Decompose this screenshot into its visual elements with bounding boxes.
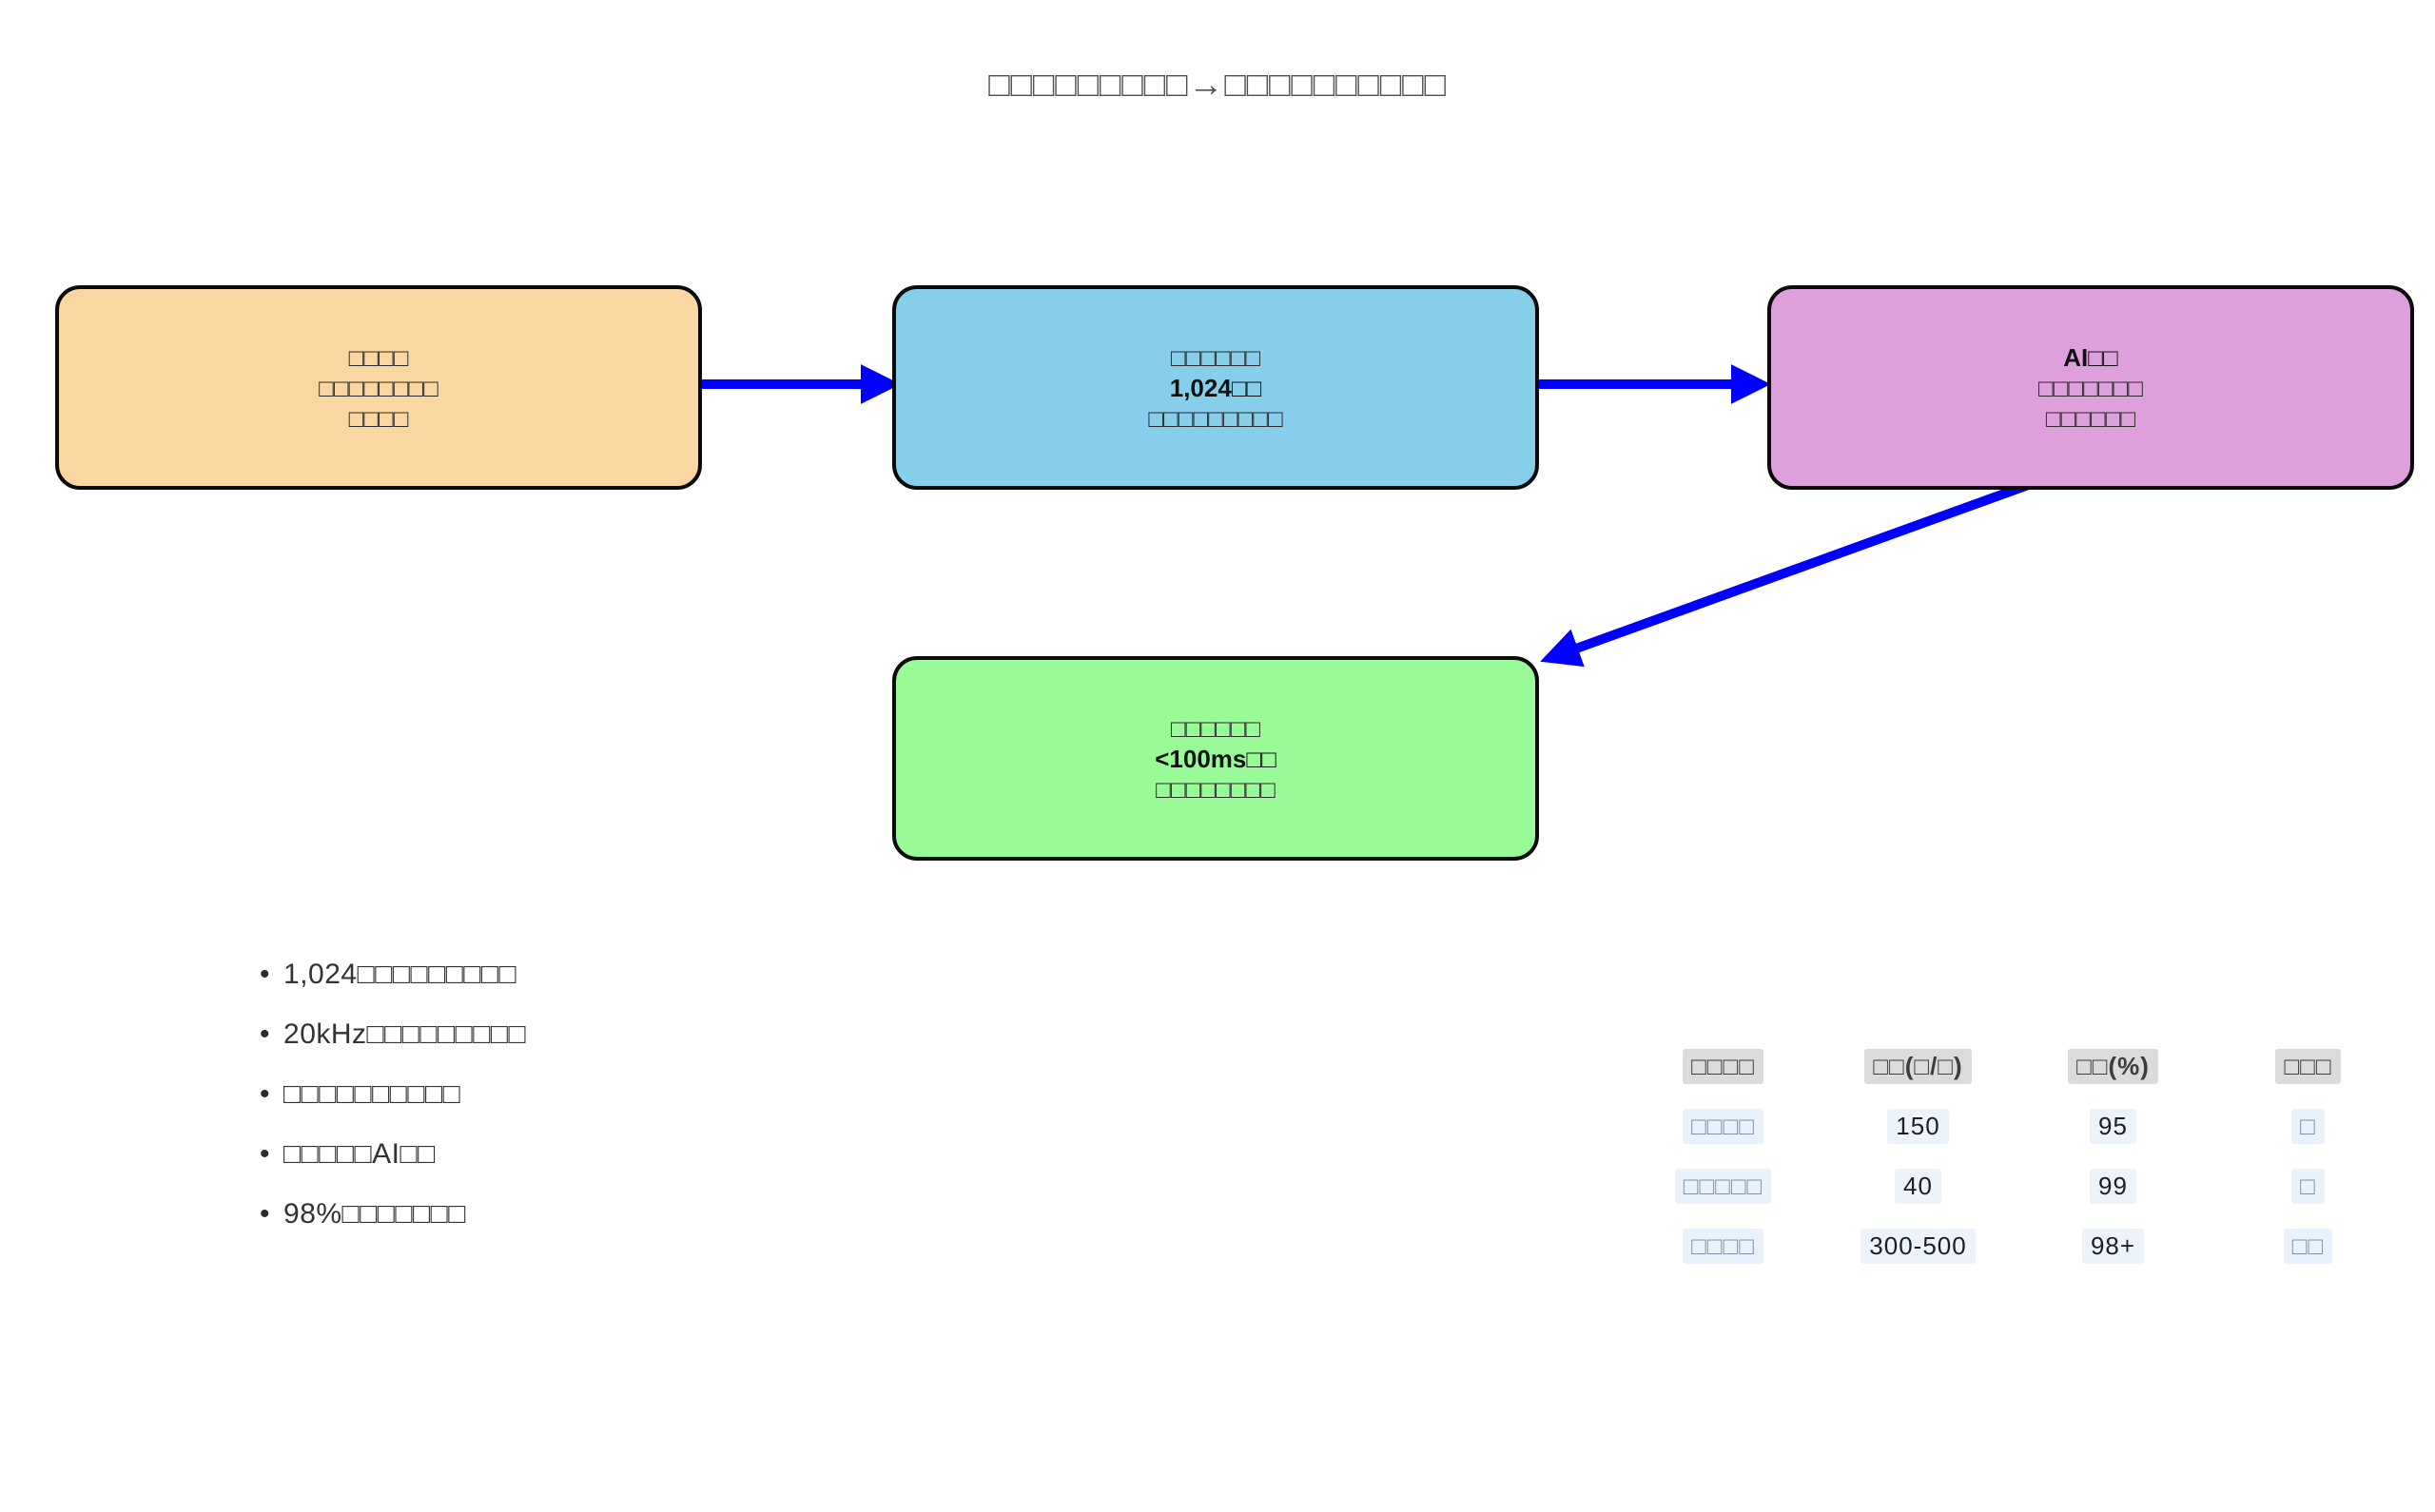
table-cell: □: [2211, 1156, 2406, 1216]
table-header-text: □□□□: [1683, 1049, 1763, 1084]
table-cell-text: □□□□: [1683, 1229, 1763, 1264]
flow-node-2: □□□□□□ 1,024□□ □□□□□□□□□: [892, 285, 1539, 490]
table-cell-text: 40: [1895, 1169, 1941, 1204]
table-cell: 150: [1821, 1096, 2016, 1156]
table-cell: □□□□: [1626, 1096, 1821, 1156]
flow-node-2-line-2: 1,024□□: [1169, 373, 1262, 402]
bullet-marker: •: [260, 1138, 271, 1170]
flow-node-3-line-2: □□□□□□□: [2038, 373, 2143, 402]
flow-node-1-line-2: □□□□□□□□: [319, 373, 438, 402]
table-cell-text: 98+: [2081, 1229, 2145, 1264]
table-cell-text: □□□□□: [1674, 1169, 1772, 1204]
table-cell: 300-500: [1821, 1216, 2016, 1276]
bullet-item: • 20kHz□□□□□□□□□: [260, 1018, 526, 1078]
table-cell: □□: [2211, 1216, 2406, 1276]
bullet-item: • 1,024□□□□□□□□□: [260, 959, 526, 1018]
table-header-cell: □□□□: [1626, 1037, 1821, 1096]
table-cell-text: □□□□: [1683, 1109, 1763, 1144]
flow-node-1-line-3: □□□□: [348, 403, 409, 433]
table-cell: 95: [2016, 1096, 2211, 1156]
flow-node-1-line-1: □□□□: [348, 342, 409, 372]
bullet-item: • □□□□□□□□□□: [260, 1078, 526, 1138]
flow-node-2-line-1: □□□□□□: [1170, 342, 1261, 372]
table-cell: 99: [2016, 1156, 2211, 1216]
metrics-table: □□□□ □□(□/□) □□(%) □□□ □□□□ 150 95 □ □□□…: [1626, 1037, 2406, 1276]
table-cell: □: [2211, 1096, 2406, 1156]
bullet-list: • 1,024□□□□□□□□□ • 20kHz□□□□□□□□□ • □□□□…: [260, 959, 526, 1258]
bullet-item: • 98%□□□□□□□: [260, 1198, 526, 1258]
bullet-marker: •: [260, 959, 271, 990]
flow-node-3-line-3: □□□□□□: [2045, 403, 2136, 433]
table-cell: □□□□□: [1626, 1156, 1821, 1216]
flow-node-3: AI□□ □□□□□□□ □□□□□□: [1767, 285, 2414, 490]
bullet-item-text: □□□□□□□□□□: [283, 1078, 461, 1110]
table-header-cell: □□(□/□): [1821, 1037, 2016, 1096]
table-cell-text: □: [2291, 1109, 2325, 1144]
table-cell: 98+: [2016, 1216, 2211, 1276]
bullet-item-text: 98%□□□□□□□: [283, 1198, 466, 1230]
diagram-title: □□□□□□□□□→□□□□□□□□□□: [988, 65, 1447, 104]
flow-node-4-line-3: □□□□□□□□: [1156, 774, 1276, 804]
bullet-marker: •: [260, 1198, 271, 1230]
table-cell-text: 150: [1887, 1109, 1949, 1144]
table-header-cell: □□(%): [2016, 1037, 2211, 1096]
flow-node-3-line-1: AI□□: [2063, 342, 2118, 372]
flow-arrow-3: [1540, 471, 2059, 668]
flow-node-4-line-1: □□□□□□: [1170, 713, 1261, 743]
table-cell: □□□□: [1626, 1216, 1821, 1276]
bullet-marker: •: [260, 1078, 271, 1110]
table-cell-text: 99: [2090, 1169, 2136, 1204]
table-header-text: □□(%): [2068, 1049, 2158, 1084]
bullet-item-text: 20kHz□□□□□□□□□: [283, 1018, 527, 1050]
bullet-item-text: 1,024□□□□□□□□□: [283, 959, 517, 990]
flow-node-1: □□□□ □□□□□□□□ □□□□: [55, 285, 702, 490]
table-cell-text: 95: [2090, 1109, 2136, 1144]
table-cell-text: 300-500: [1860, 1229, 1976, 1264]
flow-node-4: □□□□□□ <100ms□□ □□□□□□□□: [892, 656, 1539, 861]
bullet-item-text: □□□□□AI□□: [283, 1138, 436, 1170]
flow-node-2-line-3: □□□□□□□□□: [1148, 403, 1283, 433]
table-header-cell: □□□: [2211, 1037, 2406, 1096]
table-header-text: □□(□/□): [1864, 1049, 1972, 1084]
table-cell-text: □□: [2283, 1229, 2333, 1264]
bullet-marker: •: [260, 1018, 271, 1050]
flow-node-4-line-2: <100ms□□: [1155, 744, 1276, 773]
bullet-item: • □□□□□AI□□: [260, 1138, 526, 1198]
table-cell: 40: [1821, 1156, 2016, 1216]
table-cell-text: □: [2291, 1169, 2325, 1204]
table-header-text: □□□: [2275, 1049, 2341, 1084]
